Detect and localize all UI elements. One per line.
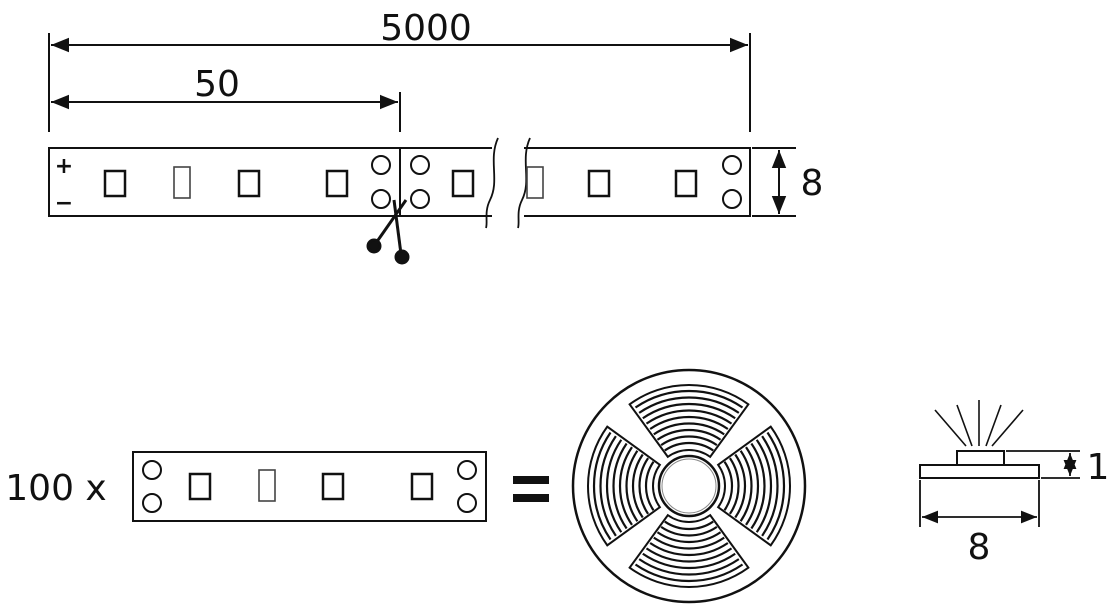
reel-coil-arc bbox=[638, 558, 740, 576]
dimension-total-length-label: 5000 bbox=[380, 8, 472, 49]
reel-coil-arc bbox=[755, 439, 773, 533]
reel-coil-arc bbox=[656, 531, 722, 544]
reel-coil-arc bbox=[660, 525, 718, 537]
reel-coil-arc bbox=[618, 446, 633, 526]
led-strip-segment bbox=[132, 451, 487, 522]
multiplier-label: 100 x bbox=[5, 468, 106, 509]
reel-coil-arc bbox=[660, 435, 718, 447]
reel-coil-arc bbox=[599, 435, 617, 537]
scissors-icon bbox=[366, 199, 410, 265]
reel-coil-arc bbox=[634, 389, 744, 409]
led-strip-top bbox=[48, 137, 751, 229]
reel-coil-arc bbox=[750, 442, 766, 530]
reel-coil-arc bbox=[653, 536, 725, 550]
reel-coil-arc bbox=[649, 415, 729, 430]
reel-coil-arc bbox=[728, 457, 740, 515]
reel-coil-arc bbox=[745, 446, 760, 526]
reel-coil-arc bbox=[739, 450, 753, 522]
reel-coil-arc bbox=[642, 552, 736, 570]
reel-coil-arc bbox=[656, 428, 722, 441]
reel-coil-arc bbox=[653, 422, 725, 436]
reel-coil-arc bbox=[638, 396, 740, 414]
reel-coil-arc bbox=[649, 542, 729, 557]
reel-coil-arc bbox=[605, 439, 623, 533]
reel-coil-arc bbox=[761, 435, 779, 537]
reel-coil-arc bbox=[644, 461, 655, 511]
dimension-profile-width bbox=[919, 480, 1040, 527]
dimension-strip-width bbox=[752, 147, 796, 217]
reel-coil-arc bbox=[642, 402, 736, 420]
equals-sign bbox=[513, 476, 549, 502]
led-emission-rays-icon bbox=[934, 400, 1024, 447]
reel-coil-arc bbox=[664, 520, 714, 531]
reel-window bbox=[587, 425, 662, 547]
dimension-profile-width-label: 8 bbox=[968, 527, 991, 568]
reel-coil-arc bbox=[625, 450, 639, 522]
reel-coil-arc bbox=[664, 441, 714, 452]
reel-coil-arc bbox=[634, 563, 744, 583]
reel-window bbox=[628, 513, 750, 588]
reel-coil-arc bbox=[645, 547, 733, 563]
dimension-strip-width-label: 8 bbox=[801, 163, 824, 204]
dimension-total-length bbox=[48, 33, 751, 132]
dimension-profile-height-label: 1 bbox=[1087, 447, 1110, 488]
reel-window bbox=[628, 384, 750, 459]
minus-sign: − bbox=[55, 191, 73, 216]
reel-coil-arc bbox=[592, 431, 612, 541]
reel-icon bbox=[571, 368, 807, 604]
reel-coil-arc bbox=[631, 453, 644, 519]
reel-coil-arc bbox=[638, 457, 650, 515]
dimension-profile-height bbox=[1006, 450, 1080, 479]
strip-profile bbox=[919, 450, 1040, 479]
reel-window bbox=[716, 425, 791, 547]
reel-coil-arc bbox=[645, 409, 733, 425]
reel-coil-arc bbox=[723, 461, 734, 511]
plus-sign: + bbox=[55, 154, 73, 179]
dimension-segment-length bbox=[51, 92, 401, 132]
reel-coil-arc bbox=[766, 431, 786, 541]
reel-coil-arc bbox=[612, 442, 628, 530]
reel-coil-arc bbox=[734, 453, 747, 519]
dimension-segment-length-label: 50 bbox=[194, 64, 240, 105]
